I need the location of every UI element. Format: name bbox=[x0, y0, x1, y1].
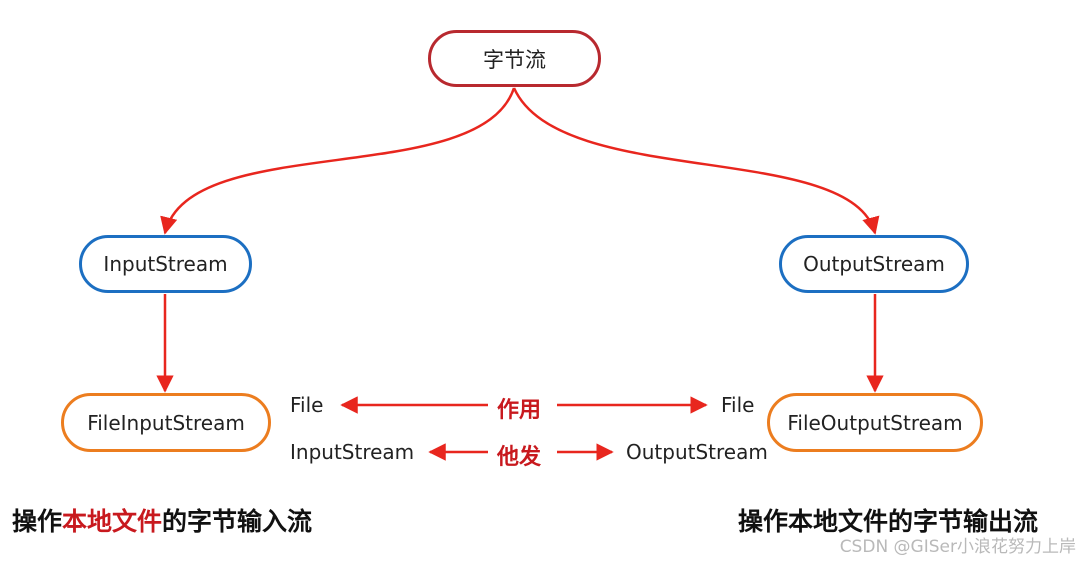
node-inputstream: InputStream bbox=[79, 235, 252, 293]
relation-row1-right-label: File bbox=[721, 393, 755, 417]
edge-root-to-inputstream bbox=[160, 87, 516, 235]
node-fileoutputstream: FileOutputStream bbox=[767, 393, 983, 452]
relation-row2-center-label: 他发 bbox=[497, 445, 542, 470]
relation-row2-right-label: OutputStream bbox=[626, 440, 768, 464]
watermark: CSDN @GISer小浪花努力上岸 bbox=[839, 537, 1076, 557]
caption-left-highlight: 本地文件 bbox=[62, 507, 163, 536]
node-fileinputstream-label: FileInputStream bbox=[87, 410, 245, 435]
node-outputstream-label: OutputStream bbox=[803, 252, 945, 276]
node-byte-stream-label: 字节流 bbox=[483, 47, 546, 72]
node-fileinputstream: FileInputStream bbox=[61, 393, 271, 452]
edge-root-to-outputstream bbox=[512, 87, 880, 235]
relation-row1-left-label: File bbox=[290, 393, 324, 417]
caption-left-suffix: 的字节输入流 bbox=[162, 507, 313, 536]
caption-left-prefix: 操作 bbox=[12, 507, 63, 536]
caption-left: 操作本地文件的字节输入流 bbox=[12, 502, 312, 538]
relation-row1-center-label: 作用 bbox=[497, 398, 542, 423]
node-outputstream: OutputStream bbox=[779, 235, 969, 293]
node-byte-stream: 字节流 bbox=[428, 30, 601, 87]
relation-row2-left-label: InputStream bbox=[290, 440, 415, 464]
node-inputstream-label: InputStream bbox=[103, 252, 228, 276]
caption-right: 操作本地文件的字节输出流 bbox=[738, 507, 1039, 536]
node-fileoutputstream-label: FileOutputStream bbox=[787, 410, 963, 435]
